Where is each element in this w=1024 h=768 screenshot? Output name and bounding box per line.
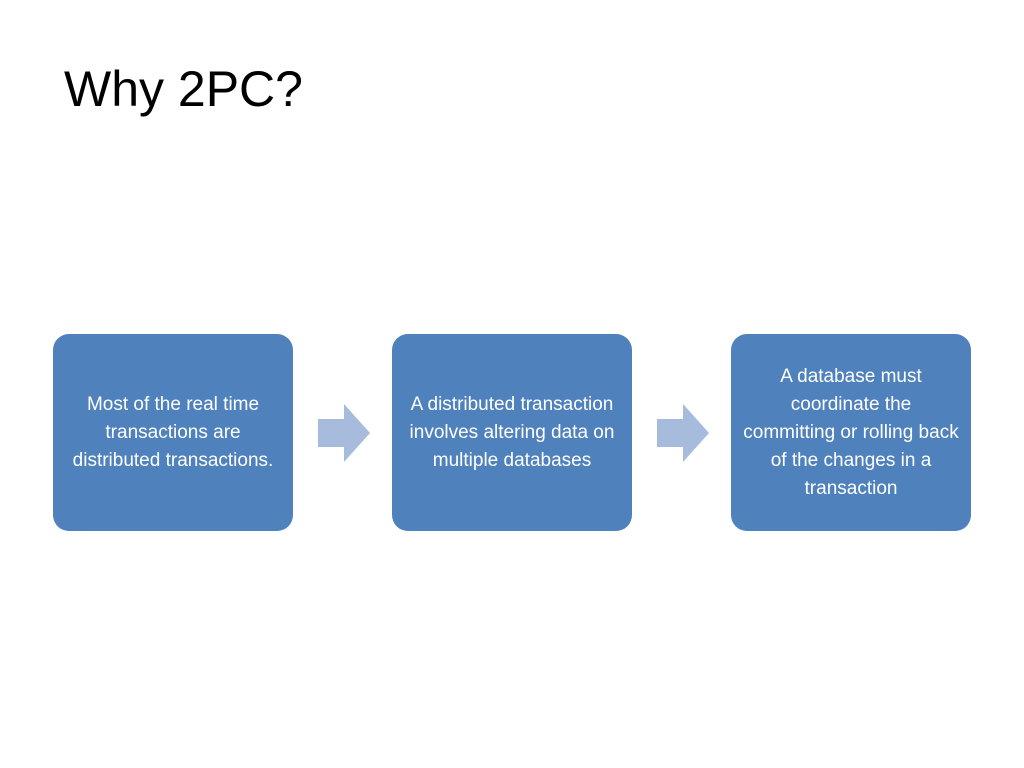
process-step-1-text: Most of the real time transactions are d… — [72, 393, 274, 471]
process-step-1: Most of the real time transactions are d… — [53, 334, 293, 531]
right-arrow-icon — [318, 404, 370, 462]
right-arrow-shape — [657, 404, 709, 462]
process-step-3: A database must coordinate the committin… — [731, 334, 971, 531]
right-arrow-icon — [657, 404, 709, 462]
right-arrow-shape — [318, 404, 370, 462]
process-step-2: A distributed transaction involves alter… — [392, 334, 632, 531]
process-step-3-text: A database must coordinate the committin… — [743, 365, 959, 499]
process-step-2-text: A distributed transaction involves alter… — [409, 393, 615, 471]
slide-title: Why 2PC? — [64, 61, 303, 117]
